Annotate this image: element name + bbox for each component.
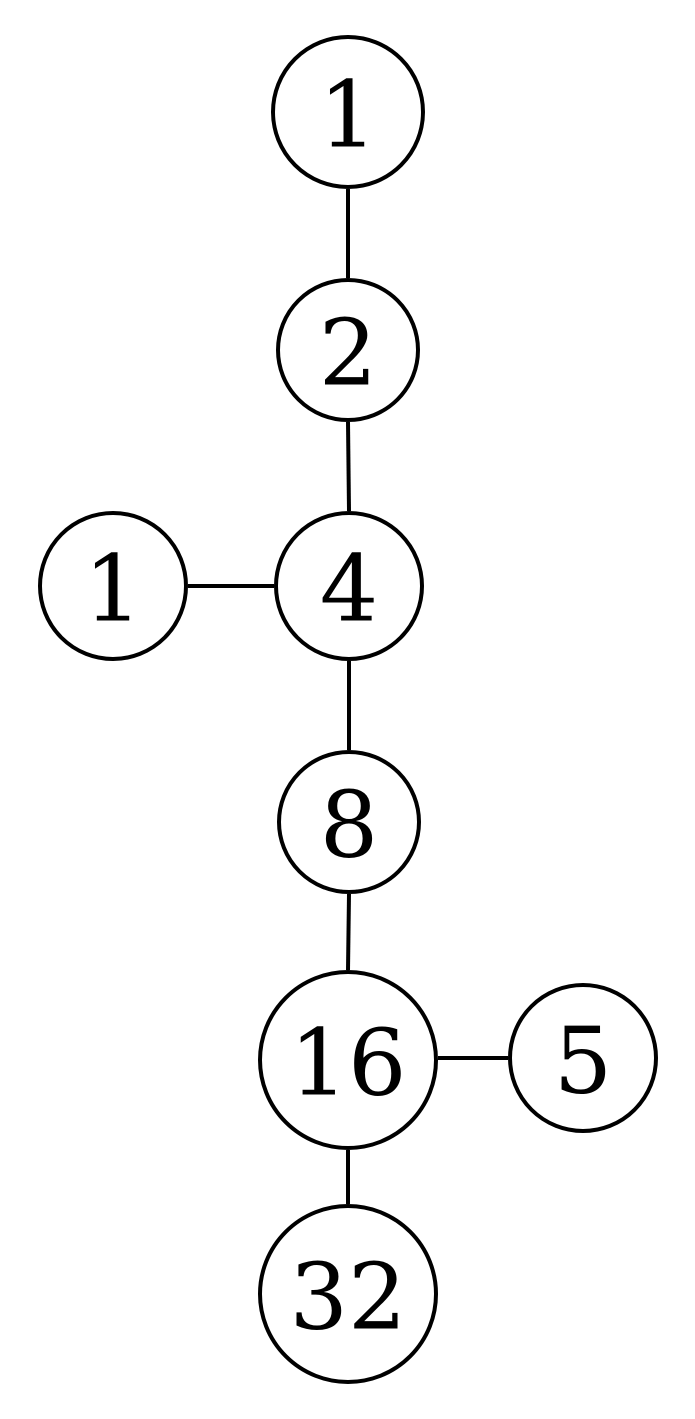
- graph-node-n2[interactable]: 2: [276, 278, 420, 422]
- node-label-n8: 32: [289, 1244, 406, 1351]
- node-label-n7: 5: [554, 1008, 613, 1115]
- node-circle-n7: [508, 983, 658, 1133]
- graph-edge-n5-n6: [346, 893, 351, 971]
- node-circle-n4: [274, 511, 424, 661]
- edges-layer: [188, 189, 508, 1204]
- graph-node-n3[interactable]: 1: [38, 511, 188, 661]
- node-circle-n1: [271, 35, 425, 189]
- graph-edge-n2-n4: [346, 421, 351, 512]
- node-label-n2: 2: [319, 300, 378, 407]
- graph-node-n1[interactable]: 1: [271, 35, 425, 189]
- graph-node-n4[interactable]: 4: [274, 511, 424, 661]
- node-circle-n3: [38, 511, 188, 661]
- node-circle-n8: [258, 1204, 438, 1384]
- node-circle-n2: [276, 278, 420, 422]
- node-label-n3: 1: [84, 536, 143, 643]
- node-circle-n6: [258, 970, 438, 1150]
- graph-node-n5[interactable]: 8: [277, 750, 421, 894]
- graph-node-n6[interactable]: 16: [258, 970, 438, 1150]
- nodes-layer: 1 2 1 4 8 16 5 32: [38, 35, 658, 1384]
- node-label-n6: 16: [289, 1010, 406, 1117]
- graph-node-n7[interactable]: 5: [508, 983, 658, 1133]
- node-label-n1: 1: [319, 62, 378, 169]
- node-circle-n5: [277, 750, 421, 894]
- graph-node-n8[interactable]: 32: [258, 1204, 438, 1384]
- node-label-n4: 4: [320, 536, 379, 643]
- node-label-n5: 8: [320, 772, 379, 879]
